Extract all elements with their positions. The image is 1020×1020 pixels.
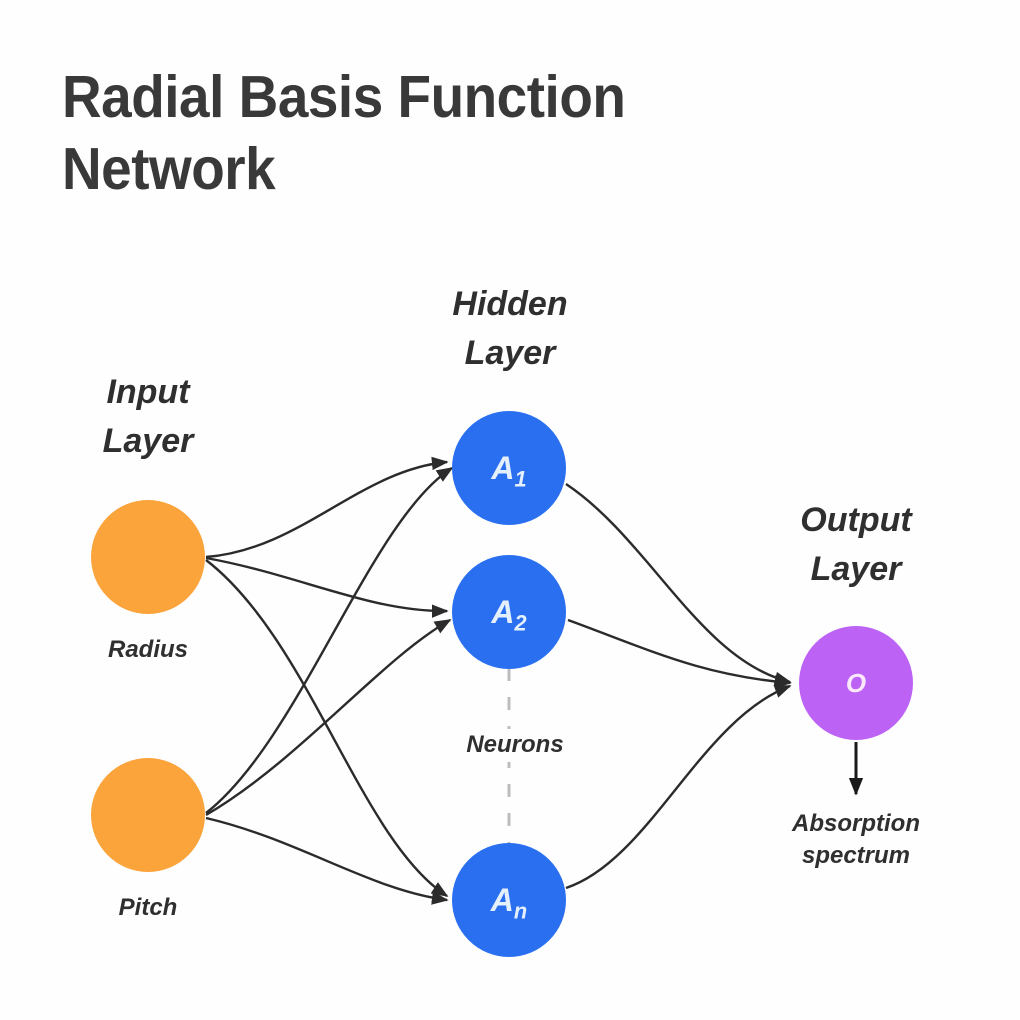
node-output-o[interactable] [799,626,913,740]
node-hidden-a2[interactable] [452,555,566,669]
node-label-an-sub: n [513,898,528,924]
node-label-a1: A1 [459,452,559,490]
node-label-a2-base: A [491,594,515,630]
edge-group-input-hidden [205,456,454,905]
hidden-layer-title: Hidden Layer [452,285,568,373]
edge-an-o [565,684,792,890]
input-node-caption-radius: Radius [107,636,188,663]
node-label-o: O [845,668,867,698]
output-layer-title: Output Layer [800,501,912,589]
input-node-caption-pitch: Pitch [118,894,178,921]
node-label-an: An [459,884,559,922]
edge-pitch-a2 [205,618,452,817]
input-layer-title: Input Layer [102,373,194,461]
node-label-an-base: A [490,882,514,918]
node-label-a1-sub: 1 [514,466,527,492]
edge-radius-a1 [205,456,449,559]
node-input-pitch[interactable] [91,758,205,872]
node-hidden-an[interactable] [452,843,566,957]
node-hidden-a1[interactable] [452,411,566,525]
edge-a2-o [567,618,792,689]
edge-pitch-an [205,816,449,905]
node-input-radius[interactable] [91,500,205,614]
edge-radius-an [205,559,449,898]
node-label-a1-base: A [491,450,515,486]
output-result-caption: Absorption spectrum [792,810,920,870]
neurons-label: Neurons [409,729,621,762]
edge-pitch-a1 [205,466,454,814]
node-label-a2-sub: 2 [514,610,527,636]
edge-a1-o [565,483,792,685]
edge-radius-a2 [205,556,449,618]
page-title: Radial Basis Function Network [62,64,626,202]
node-label-a2: A2 [459,596,559,634]
edge-group-hidden-output [565,483,792,890]
